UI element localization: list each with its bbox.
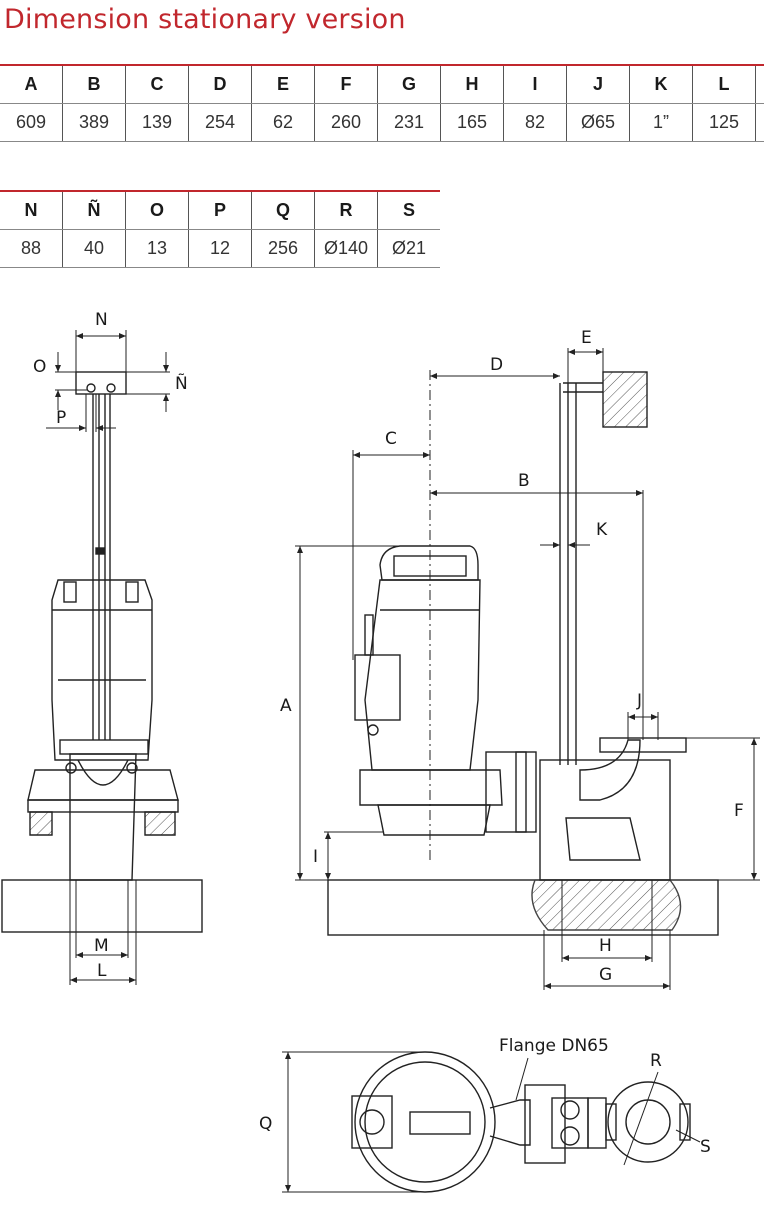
table-cell: Ø140 [314,229,378,268]
table-cell: 139 [125,103,189,142]
label-Q: Q [259,1114,272,1134]
table-cell: 12 [188,229,252,268]
table-header-cell: Ñ [62,190,126,230]
label-F: F [734,801,744,821]
label-flange: Flange DN65 [499,1036,609,1056]
table-header-cell: N [0,190,63,230]
table-header-cell: D [188,64,252,104]
page-title: Dimension stationary version [4,4,406,35]
table-header-cell: J [566,64,630,104]
table-header-cell: R [314,190,378,230]
label-C: C [385,429,397,449]
table-row: 609 389 139 254 62 260 231 165 82 Ø65 1”… [0,103,764,142]
table-header-cell: P [188,190,252,230]
table-cell: 125 [692,103,756,142]
table-header-cell: L [692,64,756,104]
side-view [295,348,760,990]
label-N: N [95,310,108,330]
dimension-table-1: A B C D E F G H I J K L 609 389 139 254 … [0,64,764,142]
table-header-cell: E [251,64,315,104]
table-cell-cut [755,64,764,104]
table-cell: 1” [629,103,693,142]
table-cell: 231 [377,103,441,142]
label-G: G [599,965,612,985]
table-cell: 62 [251,103,315,142]
table-cell: 165 [440,103,504,142]
table-cell: 389 [62,103,126,142]
label-J: J [636,691,642,711]
dimension-table-2: N Ñ O P Q R S 88 40 13 12 256 Ø140 Ø21 [0,190,440,268]
table-cell: 13 [125,229,189,268]
table-cell: 254 [188,103,252,142]
label-enye: Ñ [175,372,188,394]
label-K: K [596,520,608,540]
label-H: H [599,936,612,956]
table-cell: 82 [503,103,567,142]
table-header-cell: A [0,64,63,104]
table-header-cell: S [377,190,440,230]
floor-block [1,879,203,933]
label-B: B [518,471,530,491]
dimension-labels: N O Ñ P M L D E C B K A J F I H G Q R S … [33,310,744,1157]
table-header-cell: G [377,64,441,104]
table-header-cell: K [629,64,693,104]
table-cell: Ø65 [566,103,630,142]
table-cell: 260 [314,103,378,142]
label-I: I [313,847,318,867]
table-header-cell: C [125,64,189,104]
table-header-cell: F [314,64,378,104]
label-A: A [280,696,292,716]
label-R: R [650,1051,662,1071]
table-cell-cut [755,103,764,142]
table-row: 88 40 13 12 256 Ø140 Ø21 [0,229,440,268]
table-cell: Ø21 [377,229,440,268]
floor-slab [327,879,719,936]
top-view [282,1051,701,1193]
table-header-row: A B C D E F G H I J K L [0,64,764,104]
label-P: P [56,408,66,428]
table-header-row: N Ñ O P Q R S [0,190,440,230]
table-header-cell: H [440,64,504,104]
table-header-cell: I [503,64,567,104]
table-cell: 88 [0,229,63,268]
front-view [1,330,203,985]
table-cell: 256 [251,229,315,268]
label-L: L [97,961,107,981]
table-header-cell: Q [251,190,315,230]
label-O: O [33,357,46,377]
label-D: D [490,355,503,375]
table-header-cell: O [125,190,189,230]
label-E: E [581,328,592,348]
table-cell: 40 [62,229,126,268]
table-cell: 609 [0,103,63,142]
label-S: S [700,1137,711,1157]
table-header-cell: B [62,64,126,104]
label-M: M [94,936,109,956]
